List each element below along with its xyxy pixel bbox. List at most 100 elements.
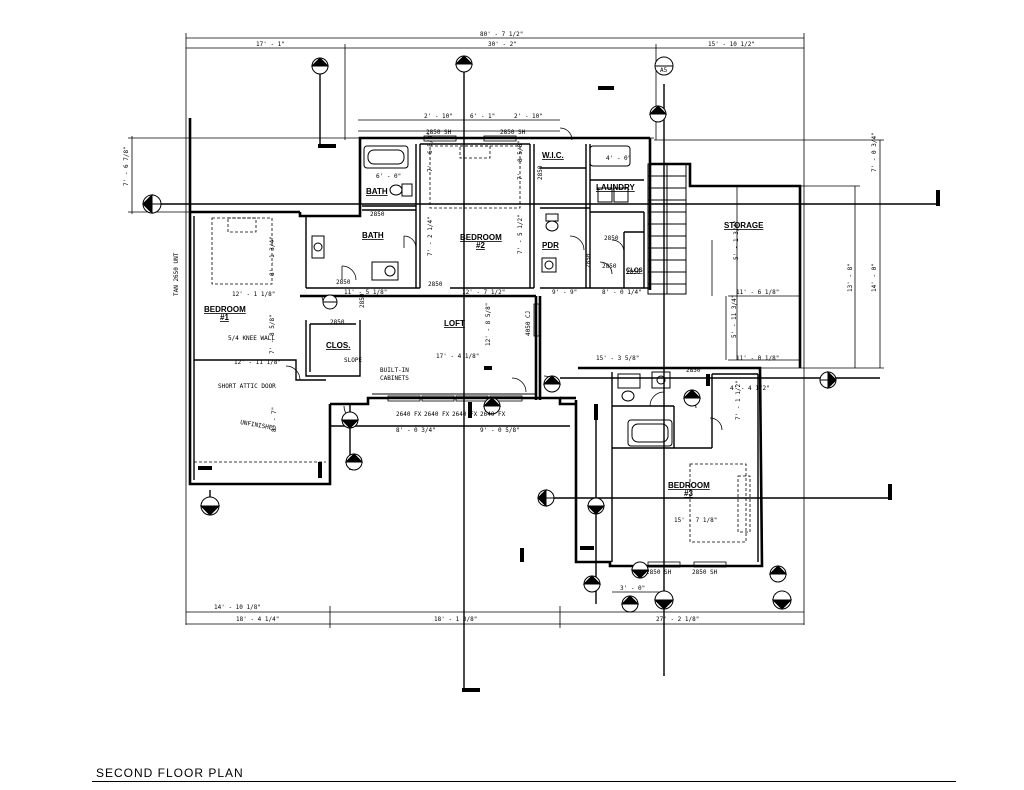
- dim-d20: 9' - 0 5/8": [480, 427, 520, 434]
- window-tag-b: 2850: [336, 279, 351, 286]
- dim-d13: 15' - 3 5/8": [596, 355, 639, 362]
- dim-d8: 11' - 5 1/8": [344, 289, 387, 296]
- window-tag-j: 2850: [585, 253, 592, 268]
- note-cabinets: CABINETS: [380, 375, 409, 382]
- dim-d12: 17' - 4 1/8": [436, 353, 479, 360]
- dim-d16: 4' - 0": [606, 155, 631, 162]
- bubble-mid-5: [344, 453, 364, 471]
- bottom-dimension-lines: [186, 591, 804, 628]
- dim-d24: 11' - 0 1/8": [736, 355, 779, 362]
- dim-bw2: 2850 SH: [692, 569, 718, 576]
- room-label-clos-left: CLOS.: [326, 341, 350, 350]
- title-underline: [92, 781, 956, 782]
- bubble-low-1: [199, 496, 221, 516]
- dim-d18: 7' - 1 1/2": [735, 380, 742, 420]
- dim-d17: 4' - 4 1/2": [730, 385, 770, 392]
- bubble-left: [142, 193, 162, 215]
- window-tag-a: 2850: [370, 211, 385, 218]
- dimension-text: 80' - 7 1/2" 17' - 1" 30' - 2" 15' - 10 …: [123, 31, 878, 623]
- dim-d5: 7' - 5 1/2": [517, 214, 524, 254]
- dim-b2: 18' - 4 1/4": [236, 616, 279, 623]
- window-tag-e: 2850: [537, 165, 544, 180]
- room-label-bedroom3-num: #3: [684, 489, 693, 498]
- dim-b4: 27' - 2 1/8": [656, 616, 699, 623]
- dim-d23: 11' - 6 1/8": [736, 289, 779, 296]
- dim-d31: 8' - 7": [271, 407, 278, 432]
- bubble-low-8: [768, 565, 788, 583]
- dim-w2: 2850 SH: [500, 129, 526, 136]
- bubble-mid-6: [682, 389, 702, 407]
- dim-d2: 7' - 6 5/8": [427, 132, 434, 172]
- dim-d19: 8' - 0 3/4": [396, 427, 436, 434]
- dim-d14: 12' - 8 5/8": [485, 303, 492, 346]
- window-tag-k: 2850: [626, 269, 641, 276]
- note-attic-door: SHORT ATTIC DOOR: [218, 383, 276, 390]
- bubble-mid-4: [340, 411, 360, 429]
- window-tag-f: 2850: [604, 235, 619, 242]
- dim-d3: 7' - 8 5/8": [517, 140, 524, 180]
- window-tag-c: 2850: [428, 281, 443, 288]
- window-tag-fx2: 2640 FX: [424, 411, 450, 418]
- bubble-top-2: [454, 55, 474, 73]
- dim-overall: 80' - 7 1/2": [480, 31, 523, 38]
- bubble-low-7: [653, 590, 675, 610]
- windows: [387, 135, 727, 568]
- window-tag-g: 2850: [602, 263, 617, 270]
- bubble-low-5: [630, 561, 650, 579]
- interior-walls: [193, 143, 759, 562]
- window-tag-fx1: 2640 FX: [396, 411, 422, 418]
- drawing-title: SECOND FLOOR PLAN: [96, 766, 244, 780]
- right-dimension-lines: [654, 139, 884, 369]
- room-labels: BATH BATH BEDROOM #2 W.I.C. LAUNDRY PDR …: [204, 151, 764, 498]
- bubble-top-3: [654, 56, 674, 76]
- dim-d7: 12' - 11 1/8": [234, 359, 281, 366]
- dim-d6: 12' - 1 1/8": [232, 291, 275, 298]
- note-slope: SLOPE: [344, 357, 362, 364]
- dim-d28: 5' - 1 3/4": [733, 220, 740, 260]
- fixtures: [311, 145, 673, 447]
- bubble-mid-1: [322, 294, 338, 310]
- dim-d10: 9' - 9": [552, 289, 577, 296]
- room-label-bedroom3: BEDROOM: [668, 481, 710, 490]
- room-label-bath-upper: BATH: [366, 187, 388, 196]
- dim-d11: 8' - 0 1/4": [602, 289, 642, 296]
- room-label-laundry: LAUNDRY: [596, 183, 635, 192]
- window-tags: 2850 2850 2850 2850 2850 2850 2850 2850 …: [330, 165, 701, 418]
- bubble-mid-2: [542, 375, 562, 393]
- bubble-top-1: [310, 57, 330, 75]
- room-label-bedroom2: BEDROOM: [460, 233, 502, 242]
- dim-d4: 7' - 2 1/4": [427, 216, 434, 256]
- room-label-pdr: PDR: [542, 241, 559, 250]
- bubble-low-6: [620, 595, 640, 613]
- room-label-loft: LOFT: [444, 319, 465, 328]
- room-label-clos-right: CLOS: [626, 268, 643, 274]
- window-tag-fx4: 2640 FX: [480, 411, 506, 418]
- room-label-storage: STORAGE: [724, 221, 764, 230]
- dim-s1: 2' - 10": [424, 113, 453, 120]
- dim-seg2: 30' - 2": [488, 41, 517, 48]
- room-label-bath: BATH: [362, 231, 384, 240]
- bubble-low-2: [537, 488, 555, 508]
- window-tag-h: 2850: [686, 367, 701, 374]
- bubble-right-1: [819, 370, 837, 390]
- section-end-bars: [198, 86, 940, 692]
- grid-label: A5: [660, 67, 668, 74]
- dim-d9: 12' - 7 1/2": [462, 289, 505, 296]
- bubble-low-4: [582, 575, 602, 593]
- window-tag-i: 2850: [359, 293, 366, 308]
- dim-d30: 7' - 8 5/8": [269, 314, 276, 354]
- bubble-mid-3: [482, 397, 502, 415]
- dim-b1: 14' - 10 1/8": [214, 604, 261, 611]
- dim-d29: 8' - 1 3/4": [269, 236, 276, 276]
- room-label-wic: W.I.C.: [542, 151, 564, 160]
- window-tag-cj: 4050 CJ: [525, 311, 532, 336]
- exterior-walls: [188, 118, 802, 568]
- bubble-top-4: [648, 105, 668, 123]
- dim-b3: 18' - 1 3/8": [434, 616, 477, 623]
- note-tan: TAN 2650 UNT: [173, 252, 180, 296]
- dim-d22: 14' - 0": [871, 263, 878, 292]
- bubble-low-9: [771, 590, 793, 610]
- room-label-bedroom2-num: #2: [476, 241, 485, 250]
- room-label-bedroom1-num: #1: [220, 313, 229, 322]
